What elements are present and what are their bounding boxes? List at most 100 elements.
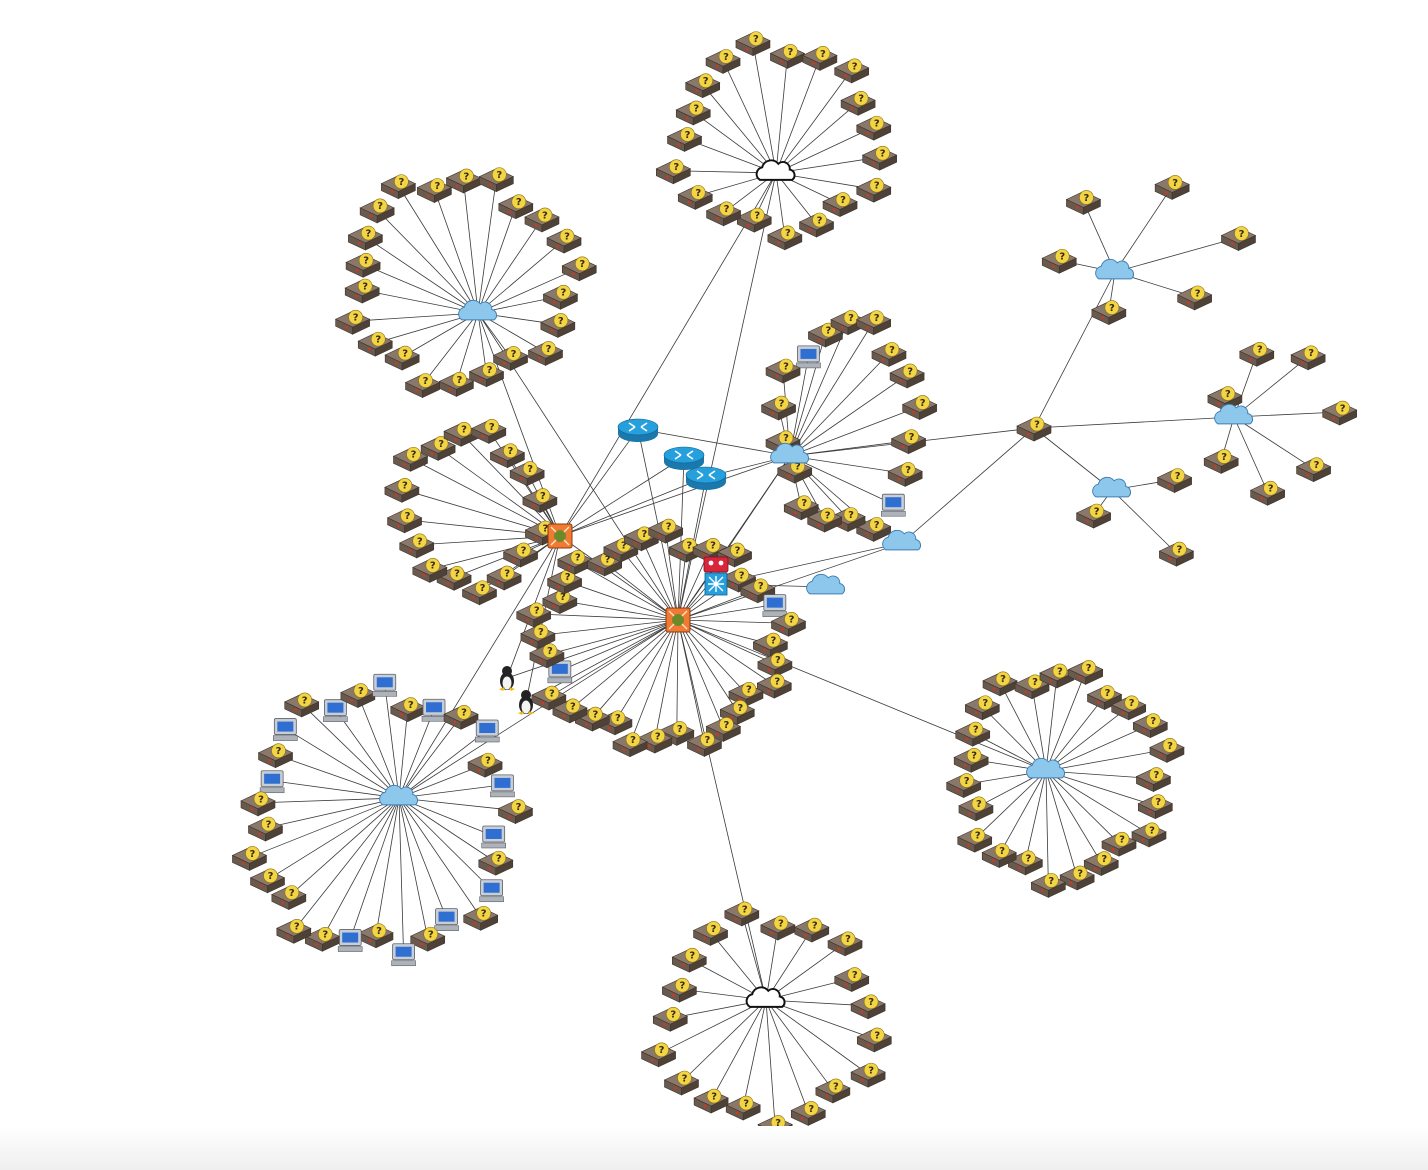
unknown-device-icon[interactable]: ? [1091, 300, 1127, 326]
unknown-device-icon[interactable]: ? [692, 921, 729, 946]
workstation-icon[interactable] [474, 719, 500, 743]
unknown-device-icon[interactable]: ? [497, 799, 534, 824]
unknown-device-icon[interactable]: ? [1007, 850, 1044, 876]
workstation-icon[interactable] [490, 774, 515, 798]
cloud-icon[interactable] [1026, 757, 1066, 779]
unknown-device-icon[interactable]: ? [890, 429, 927, 455]
workstation-icon[interactable] [881, 493, 906, 517]
unknown-device-icon[interactable]: ? [822, 192, 858, 218]
unknown-device-icon[interactable]: ? [404, 373, 441, 398]
unknown-device-icon[interactable]: ? [340, 683, 376, 709]
unknown-device-icon[interactable]: ? [531, 685, 567, 711]
unknown-device-icon[interactable]: ? [840, 91, 876, 116]
unknown-device-icon[interactable]: ? [1158, 541, 1195, 567]
unknown-device-icon[interactable]: ? [392, 446, 429, 472]
unknown-device-icon[interactable]: ? [467, 752, 503, 778]
cloud-icon[interactable] [806, 573, 846, 595]
unknown-device-icon[interactable]: ? [671, 947, 707, 973]
unknown-device-icon[interactable]: ? [760, 915, 796, 941]
unknown-device-icon[interactable]: ? [752, 632, 789, 658]
linux-host-icon[interactable] [499, 666, 515, 691]
unknown-device-icon[interactable]: ? [438, 372, 475, 397]
workstation-icon[interactable] [323, 699, 348, 722]
unknown-device-icon[interactable]: ? [647, 518, 684, 544]
unknown-device-icon[interactable]: ? [399, 533, 435, 559]
unknown-device-icon[interactable]: ? [386, 508, 423, 534]
unknown-device-icon[interactable]: ? [1154, 175, 1190, 200]
unknown-device-icon[interactable]: ? [964, 695, 1001, 721]
unknown-device-icon[interactable]: ? [522, 488, 558, 514]
unknown-device-icon[interactable]: ? [546, 228, 582, 254]
unknown-device-icon[interactable]: ? [693, 1088, 729, 1114]
workstation-icon[interactable] [372, 673, 398, 697]
unknown-device-icon[interactable]: ? [1083, 851, 1119, 877]
unknown-device-icon[interactable]: ? [1149, 738, 1185, 763]
unknown-device-icon[interactable]: ? [1220, 226, 1257, 251]
unknown-device-icon[interactable]: ? [557, 550, 593, 575]
unknown-device-icon[interactable]: ? [542, 589, 578, 614]
cloud-outline-icon[interactable] [755, 159, 796, 181]
unknown-device-icon[interactable]: ? [887, 462, 923, 487]
unknown-device-icon[interactable]: ? [981, 843, 1017, 869]
unknown-device-icon[interactable]: ? [420, 436, 456, 461]
unknown-device-icon[interactable]: ? [815, 1078, 851, 1104]
unknown-device-icon[interactable]: ? [509, 461, 545, 487]
workstation-icon[interactable] [762, 594, 788, 617]
unknown-device-icon[interactable]: ? [666, 127, 703, 152]
unknown-device-icon[interactable]: ? [412, 558, 448, 583]
unknown-device-icon[interactable]: ? [798, 212, 835, 238]
unknown-device-icon[interactable]: ? [652, 1006, 688, 1032]
unknown-device-icon[interactable]: ? [794, 917, 830, 943]
unknown-device-icon[interactable]: ? [945, 773, 982, 799]
unknown-device-icon[interactable]: ? [540, 313, 576, 338]
workstation-icon[interactable] [391, 943, 416, 967]
unknown-device-icon[interactable]: ? [736, 207, 772, 233]
unknown-device-icon[interactable]: ? [416, 178, 453, 203]
unknown-device-icon[interactable]: ? [640, 1042, 677, 1068]
unknown-device-icon[interactable]: ? [1290, 345, 1326, 371]
cloud-icon[interactable] [1214, 403, 1254, 425]
unknown-device-icon[interactable]: ? [1321, 400, 1358, 426]
unknown-device-icon[interactable]: ? [1016, 416, 1052, 442]
unknown-device-icon[interactable]: ? [1059, 865, 1095, 891]
unknown-device-icon[interactable]: ? [735, 31, 771, 57]
workstation-icon[interactable] [273, 718, 298, 741]
cloud-icon[interactable] [379, 784, 419, 806]
unknown-device-icon[interactable]: ? [901, 395, 938, 420]
unknown-device-icon[interactable]: ? [468, 362, 505, 388]
unknown-device-icon[interactable]: ? [443, 422, 479, 447]
unknown-device-icon[interactable]: ? [889, 363, 925, 389]
unknown-device-icon[interactable]: ? [705, 49, 741, 74]
unknown-device-icon[interactable]: ? [1132, 713, 1169, 739]
unknown-device-icon[interactable]: ? [724, 901, 760, 927]
unknown-device-icon[interactable]: ? [855, 310, 892, 336]
unknown-device-icon[interactable]: ? [659, 721, 695, 746]
unknown-device-icon[interactable]: ? [760, 395, 797, 421]
unknown-device-icon[interactable]: ? [806, 507, 843, 533]
unknown-device-icon[interactable]: ? [1239, 341, 1275, 367]
unknown-device-icon[interactable]: ? [498, 194, 534, 220]
unknown-device-icon[interactable]: ? [677, 185, 713, 210]
unknown-device-icon[interactable]: ? [344, 278, 380, 304]
unknown-device-icon[interactable]: ? [871, 342, 907, 367]
unknown-device-icon[interactable]: ? [957, 827, 993, 853]
unknown-device-icon[interactable]: ? [783, 495, 819, 521]
unknown-device-icon[interactable]: ? [443, 704, 479, 730]
unknown-device-icon[interactable]: ? [675, 100, 711, 126]
cloud-icon[interactable] [770, 442, 810, 464]
cloud-outline-icon[interactable] [745, 986, 786, 1008]
unknown-device-icon[interactable]: ? [1030, 873, 1067, 898]
unknown-device-icon[interactable]: ? [471, 419, 507, 444]
unknown-device-icon[interactable]: ? [705, 717, 742, 742]
unknown-device-icon[interactable]: ? [1065, 190, 1102, 215]
workstation-icon[interactable] [421, 698, 447, 722]
unknown-device-icon[interactable]: ? [705, 201, 742, 227]
unknown-device-icon[interactable]: ? [1176, 285, 1213, 311]
cloud-icon[interactable] [882, 529, 922, 551]
unknown-device-icon[interactable]: ? [850, 1062, 886, 1088]
unknown-device-icon[interactable]: ? [489, 443, 526, 469]
unknown-device-icon[interactable]: ? [861, 145, 898, 171]
unknown-device-icon[interactable]: ? [655, 159, 692, 185]
workstation-icon[interactable] [259, 770, 285, 794]
unknown-device-icon[interactable]: ? [757, 652, 793, 678]
